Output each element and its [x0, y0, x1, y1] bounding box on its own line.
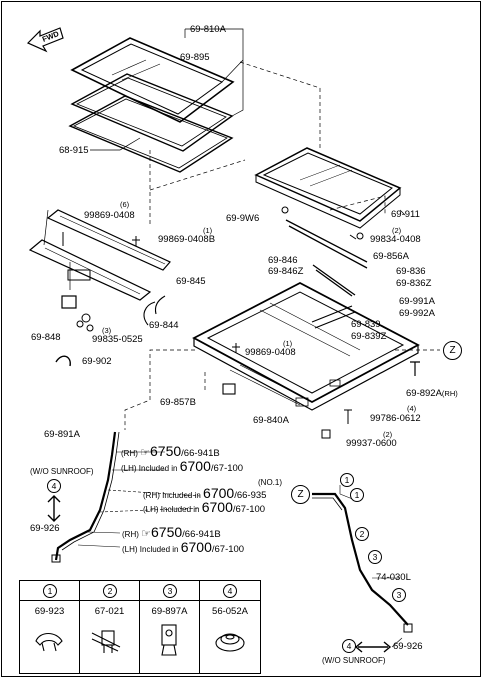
- legend-part-1: 69-923: [34, 606, 65, 617]
- marker-z-top: Z: [443, 341, 462, 360]
- part-69-839: 69-839: [351, 319, 381, 330]
- part-99869b-qty: (1): [203, 226, 213, 235]
- marker-4-left: 4: [47, 479, 61, 493]
- part-99786-0612: 99786-0612: [370, 413, 421, 424]
- ref-d: (LH) Included in 6700/67-100: [143, 499, 266, 515]
- ref-c-no1: (NO.1): [258, 478, 282, 487]
- part-99834-qty: (2): [392, 226, 402, 235]
- legend-part-4: 56-052A: [212, 606, 248, 617]
- part-99869-qty-1: (1): [283, 339, 293, 348]
- sunroof-frame-shape: [192, 281, 420, 411]
- part-99937-0600: 99937-0600: [346, 438, 397, 449]
- part-69-891a: 69-891A: [44, 429, 80, 440]
- part-69-857b: 69-857B: [160, 397, 196, 408]
- legend-num-3: 3: [163, 584, 177, 598]
- ref-c: (RH) Included in 6700/66-935: [143, 485, 267, 501]
- note-wo-sunroof-right: (W/O SUNROOF): [322, 656, 386, 665]
- part-69-846: 69-846: [268, 255, 298, 266]
- marker-3-a: 3: [368, 550, 382, 564]
- ref-b: (LH) Included in 6700/67-100: [121, 458, 244, 474]
- holder-icon: [161, 624, 177, 656]
- part-69-845: 69-845: [176, 276, 206, 287]
- part-99835-qty: (3): [102, 326, 112, 335]
- part-99869-qty-6: (6): [120, 200, 130, 209]
- fwd-arrow-icon: [26, 27, 64, 53]
- marker-3-b: 3: [392, 588, 406, 602]
- part-69-991a: 69-991A: [399, 296, 435, 307]
- part-99869-0408-mid: 99869-0408: [245, 347, 296, 358]
- part-99869-0408b: 99869-0408B: [158, 234, 216, 245]
- legend-num-1: 1: [43, 584, 57, 598]
- legend-num-2: 2: [103, 584, 117, 598]
- part-99834-0408: 99834-0408: [370, 234, 421, 245]
- seal-shape: [68, 95, 234, 173]
- legend-cell-1: 1 69-923: [20, 581, 80, 673]
- legend-part-2: 67-021: [94, 606, 125, 617]
- grommet-icon: [215, 633, 245, 652]
- part-74-030l: 74-030L: [376, 572, 411, 583]
- hose-clamp-icon: [91, 630, 121, 653]
- part-69-926-right: 69-926: [393, 641, 423, 652]
- part-99869-0408-top: 99869-0408: [84, 210, 135, 221]
- ref-e: (RH) ☞6750/66-941B: [122, 524, 221, 540]
- motor-shape: [61, 269, 94, 332]
- sunshade-shape: [254, 147, 402, 229]
- part-69-836: 69-836: [396, 266, 426, 277]
- part-99835-0525: 99835-0525: [92, 334, 143, 345]
- part-69-839z: 69-839Z: [351, 331, 387, 342]
- part-69-892a: 69-892A(RH): [406, 388, 458, 399]
- part-69-9w6: 69-9W6: [226, 213, 260, 224]
- legend-part-3: 69-897A: [151, 606, 188, 617]
- bolt-icons: [62, 232, 357, 424]
- part-69-895: 69-895: [180, 52, 210, 63]
- part-69-844: 69-844: [149, 320, 179, 331]
- marker-2: 2: [355, 527, 369, 541]
- note-wo-sunroof-left: (W/O SUNROOF): [30, 467, 94, 476]
- part-69-840a: 69-840A: [253, 415, 289, 426]
- part-99786-qty: (4): [407, 404, 417, 413]
- part-69-992a: 69-992A: [399, 308, 435, 319]
- clip-icon: [35, 632, 63, 652]
- part-99937-qty: (2): [383, 430, 393, 439]
- legend-table: 1 69-923 2 67-021 3 69-897A: [19, 580, 261, 674]
- part-69-848: 69-848: [31, 332, 61, 343]
- part-69-856a: 69-856A: [373, 251, 409, 262]
- part-69-902: 69-902: [82, 356, 112, 367]
- marker-1-b: 1: [350, 488, 364, 502]
- part-68-915: 68-915: [59, 145, 89, 156]
- ref-a: (RH) ☞6750/66-941B: [121, 443, 220, 459]
- legend-cell-3: 3 69-897A: [140, 581, 200, 673]
- legend-cell-2: 2 67-021: [80, 581, 140, 673]
- part-69-836z: 69-836Z: [396, 278, 432, 289]
- part-69-810a: 69-810A: [190, 24, 226, 35]
- legend-cell-4: 4 56-052A: [200, 581, 260, 673]
- part-69-926-left: 69-926: [30, 523, 60, 534]
- marker-1-a: 1: [340, 473, 354, 487]
- part-69-911: 69-911: [391, 209, 420, 220]
- part-69-846z: 69-846Z: [268, 266, 304, 277]
- marker-4-right: 4: [342, 639, 356, 653]
- ref-f: (LH) Included in 6700/67-100: [122, 539, 245, 555]
- guide-rail-left-shape: [28, 209, 171, 301]
- marker-z-bottom: Z: [291, 485, 310, 504]
- legend-num-4: 4: [223, 584, 237, 598]
